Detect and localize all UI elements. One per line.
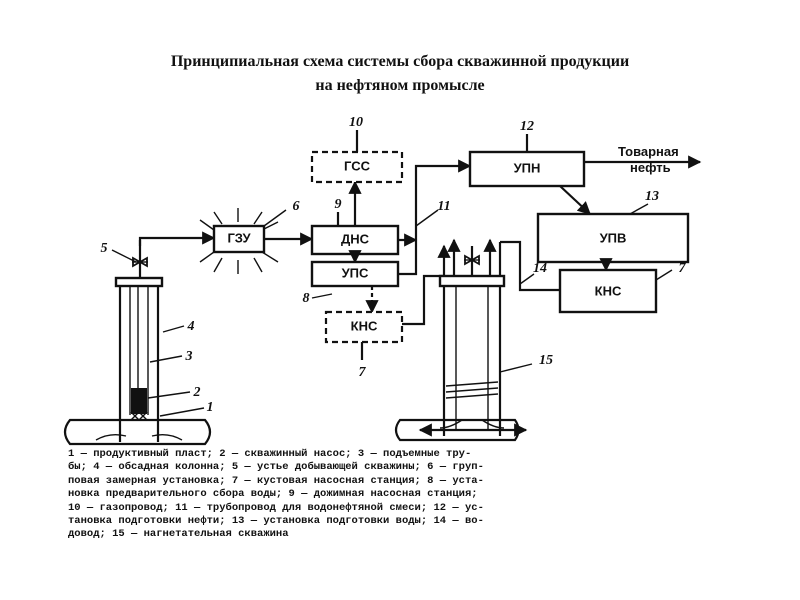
number-1: 1 [207,400,214,415]
injection-well [394,238,528,442]
number-7-right: 7 [679,261,687,276]
dns-label: ДНС [341,231,370,246]
productive-formation [63,418,212,446]
number-4: 4 [187,319,195,334]
number-12: 12 [520,119,534,134]
upn-label: УПН [514,160,541,175]
ups-label: УПС [342,265,369,280]
product-oil-label-2: нефть [630,160,671,175]
number-7-left: 7 [359,365,367,380]
number-11: 11 [437,199,450,214]
upv-label: УПВ [600,230,627,245]
legend-line: 1 — продуктивный пласт; 2 — скважинный н… [68,448,472,460]
legend-line: тановка подготовки нефти; 13 — установка… [68,515,484,528]
number-14: 14 [533,261,547,276]
number-9: 9 [335,197,342,212]
number-15: 15 [539,353,553,368]
kns-right-label: КНС [595,283,622,298]
upv-unit [536,212,690,264]
number-10: 10 [349,115,363,130]
legend-line: новка предварительного сбора воды; 9 — д… [68,488,478,501]
production-well [63,231,216,446]
page-title: Принципиальная схема системы сбора скваж… [0,50,800,98]
kns-left-label: КНС [351,318,378,333]
downhole-pump [131,388,147,414]
gss-unit [310,150,404,184]
title-line-2: на нефтяном промысле [315,77,485,94]
diagram-legend: 1 — продуктивный пласт; 2 — скважинный н… [68,448,728,542]
gzu-unit: ГЗУ [199,208,279,274]
kns-left-unit [324,310,404,344]
number-8: 8 [303,291,310,306]
gss-label: ГСС [344,158,371,173]
legend-line: довод; 15 — нагнетательная скважина [68,528,289,541]
number-6: 6 [293,199,300,214]
number-13: 13 [645,189,659,204]
gzu-label: ГЗУ [227,230,251,245]
kns-right-unit [558,268,658,314]
legend-line: 10 — газопровод; 11 — трубопровод для во… [68,501,484,514]
number-2: 2 [193,385,201,400]
title-line-1: Принципиальная схема системы сбора скваж… [170,53,630,70]
legend-line: бы; 4 — обсадная колонна; 5 — устье добы… [68,461,484,474]
legend-line: повая замерная установка; 7 — кустовая н… [68,474,484,487]
number-3: 3 [185,349,193,364]
product-oil-label-1: Товарная [618,144,679,159]
number-5: 5 [101,241,108,256]
